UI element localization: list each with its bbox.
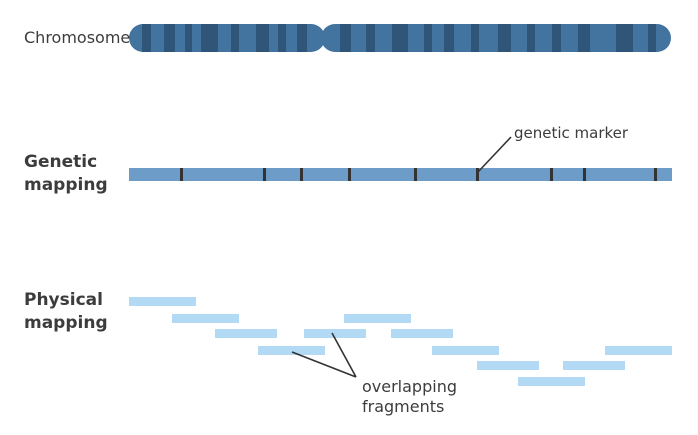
chromosome-band bbox=[648, 24, 656, 52]
chromosome-band bbox=[392, 24, 408, 52]
fragment bbox=[605, 346, 672, 355]
genetic-marker bbox=[414, 168, 417, 181]
chromosome-band bbox=[552, 24, 561, 52]
chromosome-label: Chromosome bbox=[24, 28, 131, 47]
fragment bbox=[129, 297, 196, 306]
fragment bbox=[304, 329, 366, 338]
fragment bbox=[215, 329, 277, 338]
genetic-marker bbox=[583, 168, 586, 181]
fragment bbox=[477, 361, 539, 370]
fragment bbox=[563, 361, 625, 370]
fragment bbox=[344, 314, 411, 323]
physical-mapping-label-line2: mapping bbox=[24, 313, 108, 333]
overlap-leader-lines bbox=[291, 332, 357, 378]
fragment bbox=[432, 346, 499, 355]
overlap-leader-line bbox=[331, 332, 357, 378]
chromosome-left-arm bbox=[129, 24, 325, 52]
chromosome bbox=[129, 24, 671, 52]
chromosome-band bbox=[340, 24, 351, 52]
overlap-leader-line bbox=[291, 351, 357, 378]
genetic-marker bbox=[348, 168, 351, 181]
overlapping-fragments-label-line1: overlapping bbox=[362, 377, 457, 396]
chromosome-band bbox=[471, 24, 479, 52]
overlapping-fragments-label: overlapping fragments bbox=[362, 377, 457, 417]
fragment bbox=[258, 346, 325, 355]
chromosome-band bbox=[444, 24, 454, 52]
chromosome-band bbox=[424, 24, 432, 52]
genetic-marker bbox=[300, 168, 303, 181]
chromosome-bands bbox=[142, 24, 656, 52]
chromosome-band bbox=[231, 24, 239, 52]
fragment bbox=[518, 377, 585, 386]
genetic-marker bbox=[476, 168, 479, 181]
chromosome-band bbox=[297, 24, 307, 52]
chromosome-band bbox=[201, 24, 218, 52]
genetic-marker-leader-line bbox=[477, 136, 512, 173]
chromosome-band bbox=[527, 24, 535, 52]
chromosome-band bbox=[256, 24, 269, 52]
genetic-marker bbox=[654, 168, 657, 181]
genetic-mapping-label: Genetic mapping bbox=[24, 151, 108, 197]
chromosome-band bbox=[498, 24, 511, 52]
physical-map-fragments bbox=[129, 297, 672, 386]
genetic-map-line bbox=[129, 168, 672, 181]
physical-mapping-label: Physical mapping bbox=[24, 289, 108, 335]
genetic-map bbox=[129, 136, 672, 181]
chromosome-band bbox=[164, 24, 175, 52]
physical-mapping-label-line1: Physical bbox=[24, 290, 103, 310]
overlapping-fragments-label-line2: fragments bbox=[362, 397, 445, 416]
fragment bbox=[172, 314, 239, 323]
chromosome-band bbox=[142, 24, 151, 52]
chromosome-band bbox=[278, 24, 286, 52]
genetic-marker bbox=[180, 168, 183, 181]
fragment bbox=[391, 329, 453, 338]
chromosome-band bbox=[578, 24, 590, 52]
genetic-mapping-label-line2: mapping bbox=[24, 175, 108, 195]
chromosome-band bbox=[185, 24, 192, 52]
genetic-marker bbox=[550, 168, 553, 181]
genetic-marker-label: genetic marker bbox=[514, 124, 629, 142]
chromosome-band bbox=[366, 24, 375, 52]
genetic-marker bbox=[263, 168, 266, 181]
genetic-mapping-label-line1: Genetic bbox=[24, 152, 98, 172]
chromosome-band bbox=[616, 24, 633, 52]
genetic-markers bbox=[180, 168, 657, 181]
